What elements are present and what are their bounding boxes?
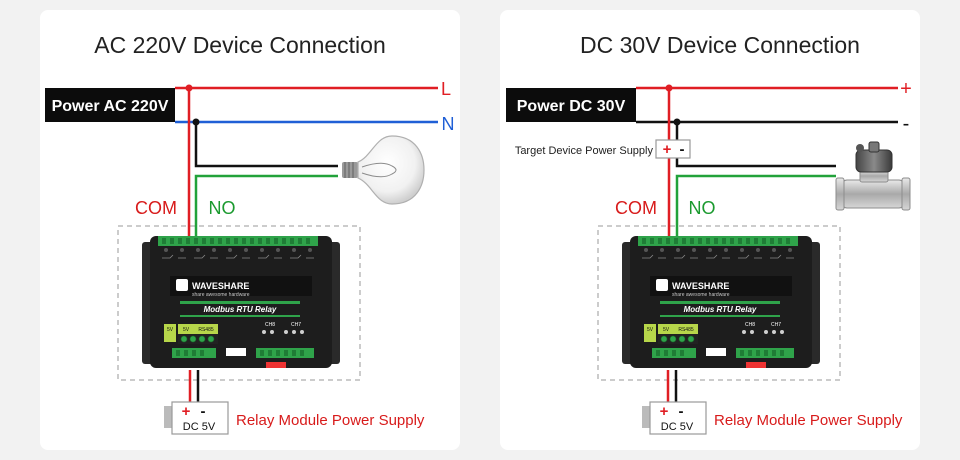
right-negative-junction (673, 118, 681, 126)
left-panel-card (40, 10, 460, 450)
right-module-5v-a: 5V (647, 327, 654, 333)
right-module-brand: WAVESHARE (672, 281, 729, 291)
right-target-label: Target Device Power Supply (515, 145, 654, 157)
left-supply-caption: Relay Module Power Supply (236, 412, 425, 429)
right-supply-label: DC 5V (661, 421, 694, 433)
left-module-5v-b: 5V (183, 327, 190, 333)
right-title: DC 30V Device Connection (580, 32, 860, 58)
left-title: AC 220V Device Connection (94, 32, 386, 58)
left-module-ch7: CH7 (291, 322, 301, 328)
right-module-5v-b: 5V (663, 327, 670, 333)
right-negative-to-valve (675, 158, 836, 168)
right-module-tagline: share awesome hardware (672, 292, 730, 298)
right-supply-box (649, 401, 707, 435)
right-panel-card (500, 10, 920, 450)
left-module-tagline: share awesome hardware (192, 292, 250, 298)
left-module-ch8: CH8 (265, 322, 275, 328)
right-target-plus: + (663, 141, 672, 158)
left-wiring (175, 86, 438, 402)
left-line1-label: L (441, 79, 451, 99)
left-supply-plug-tab (164, 406, 172, 428)
right-positive-junction (665, 84, 673, 92)
left-neutral-to-bulb (194, 122, 338, 168)
right-target-minus: - (680, 141, 685, 158)
left-module-model: Modbus RTU Relay (204, 305, 277, 314)
right-supply-plus: + (660, 403, 669, 420)
right-power-box (506, 88, 636, 122)
right-supply-caption: Relay Module Power Supply (714, 412, 903, 429)
dc-30v-panel: DC 30V Device Connection Power DC 30V + … (500, 10, 920, 450)
right-line2-label: - (903, 113, 910, 135)
right-module-rs485: RS485 (678, 327, 694, 333)
left-no-wire (194, 174, 338, 244)
left-supply-box (171, 401, 229, 435)
left-supply-plus: + (182, 403, 191, 420)
left-relay-module: WAVESHARE share awesome hardware Modbus … (141, 235, 341, 369)
right-module-model: Modbus RTU Relay (684, 305, 757, 314)
right-relay-module: WAVESHARE share awesome hardware Modbus … (621, 235, 821, 369)
left-supply-label: DC 5V (183, 421, 216, 433)
left-supply-minus: - (201, 403, 206, 420)
right-no-wire (675, 174, 836, 244)
left-com-label: COM (135, 198, 177, 218)
left-module-frame (117, 225, 361, 381)
ac-220v-panel: AC 220V Device Connection Power AC 220V … (40, 10, 460, 450)
left-neutral-junction (192, 118, 200, 126)
left-power-box (45, 88, 175, 122)
right-supply-plug-tab (642, 406, 650, 428)
right-no-label: NO (689, 198, 716, 218)
right-module-ch8: CH8 (745, 322, 755, 328)
left-no-label: NO (209, 198, 236, 218)
left-module-5v-a: 5V (167, 327, 174, 333)
right-com-label: COM (615, 198, 657, 218)
right-module-frame (597, 225, 841, 381)
right-module-ch7: CH7 (771, 322, 781, 328)
left-module-brand: WAVESHARE (192, 281, 249, 291)
left-power-label: Power AC 220V (52, 98, 169, 115)
right-power-label: Power DC 30V (517, 98, 626, 115)
right-line1-label: + (900, 78, 912, 100)
left-module-rs485: RS485 (198, 327, 214, 333)
right-target-box (655, 139, 691, 159)
left-live-junction (185, 84, 193, 92)
left-line2-label: N (442, 114, 455, 134)
right-supply-minus: - (679, 403, 684, 420)
